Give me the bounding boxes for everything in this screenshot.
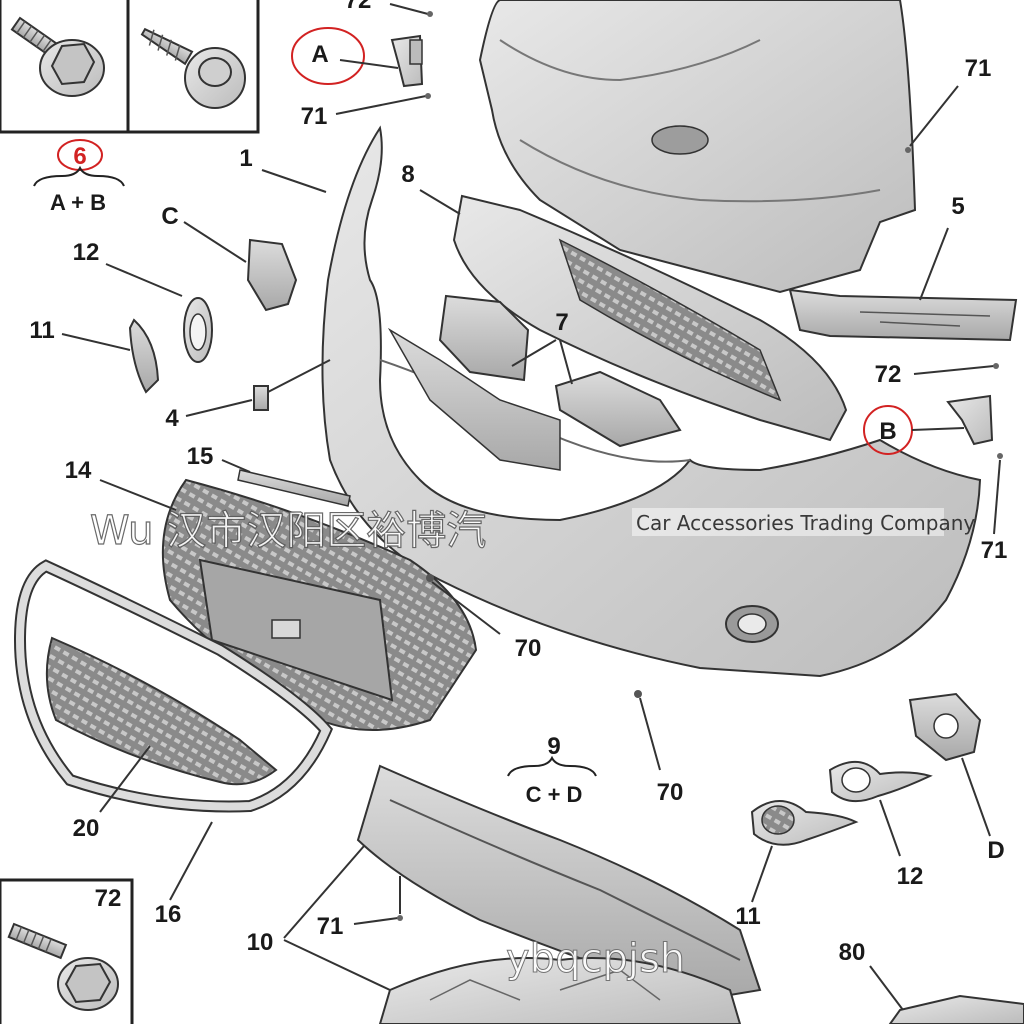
watermark-right: Car Accessories Trading Company — [636, 511, 975, 535]
label-16: 16 — [155, 901, 182, 928]
label-71-c: 71 — [981, 537, 1008, 564]
label-15: 15 — [187, 443, 214, 470]
label-72-top: 72 — [345, 0, 372, 14]
part-20-inner-grille: 20 — [45, 636, 278, 842]
label-11-right: 11 — [735, 903, 760, 930]
fastener-70-a: 70 — [426, 574, 541, 662]
part-7-brackets: 7 — [438, 294, 682, 448]
part-10-underbody: 10 71 — [247, 764, 762, 1024]
label-11-left: 11 — [29, 317, 54, 344]
label-72-b: 72 — [875, 361, 902, 388]
part-12-left-trim: 12 — [73, 239, 213, 363]
label-9: 9 — [547, 733, 560, 760]
part-11-left-trim: 11 — [29, 317, 160, 394]
letter-d: D — [987, 837, 1004, 864]
letter-b: B — [879, 418, 896, 445]
fastener-box-screw — [126, 0, 260, 134]
fastener-70-b: 70 — [634, 690, 683, 806]
letter-a: A — [311, 41, 328, 68]
group-6-sub: A + B — [50, 190, 106, 215]
bracket-a: A 72 71 — [291, 0, 433, 130]
part-11-right-trim: 11 — [735, 800, 859, 930]
label-70-a: 70 — [515, 635, 542, 662]
letter-c: C — [161, 203, 178, 230]
group-6-label: 6 A + B — [33, 139, 125, 215]
label-12-left: 12 — [73, 239, 100, 266]
bracket-b: B 72 71 — [863, 361, 1008, 564]
label-7: 7 — [555, 309, 568, 336]
label-4: 4 — [165, 405, 179, 432]
label-71-b: 71 — [965, 55, 992, 82]
part-12-right-trim: 12 — [828, 761, 933, 890]
label-71-a: 71 — [301, 103, 328, 130]
fastener-box-72: 72 — [0, 878, 134, 1024]
label-70-b: 70 — [657, 779, 684, 806]
part-15-strip: 15 — [187, 443, 351, 507]
label-20: 20 — [73, 815, 100, 842]
watermark-left: Wu 汉市汉阳区裕博汽 — [90, 508, 486, 554]
label-1: 1 — [239, 145, 252, 172]
part-80: 80 — [839, 939, 1024, 1024]
label-72-box: 72 — [95, 885, 122, 912]
part-5-upper-panel: 5 71 — [478, 0, 1018, 342]
part-14-main-grille: 14 — [65, 457, 478, 731]
part-8-grille-strip: 8 — [401, 161, 848, 442]
part-16-grille-frame: 16 — [13, 559, 334, 928]
watermark: Wu 汉市汉阳区裕博汽 Car Accessories Trading Comp… — [89, 507, 975, 982]
watermark-bottom: ybqcpjsh — [506, 936, 685, 982]
label-80: 80 — [839, 939, 866, 966]
bracket-d: D — [908, 692, 1005, 864]
label-10: 10 — [247, 929, 274, 956]
label-14: 14 — [65, 457, 92, 484]
group-9-sub: C + D — [526, 782, 583, 807]
label-71-d: 71 — [317, 913, 344, 940]
label-12-right: 12 — [897, 863, 924, 890]
fastener-box-bolt — [0, 0, 130, 134]
group-9-label: 9 C + D — [507, 733, 597, 807]
group-6-number: 6 — [73, 143, 86, 170]
bracket-c: C — [161, 203, 298, 312]
part-4-clip: 4 — [165, 359, 331, 432]
label-5: 5 — [951, 193, 964, 220]
label-8: 8 — [401, 161, 414, 188]
